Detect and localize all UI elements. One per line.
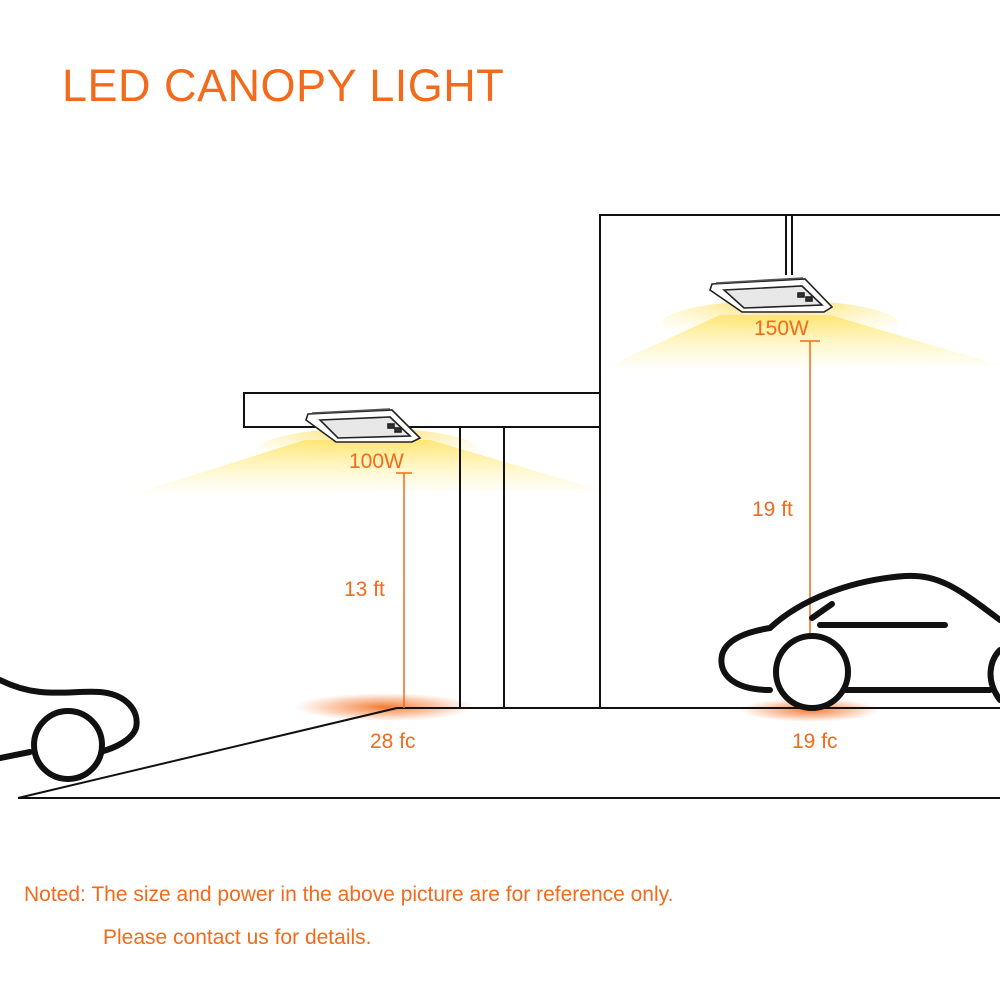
car-right bbox=[718, 572, 1000, 711]
wattage-label-150w: 150W bbox=[754, 317, 809, 340]
wattage-label-100w: 100W bbox=[349, 450, 404, 473]
canopy-light-fixture-150w bbox=[709, 277, 834, 313]
floor-glow-left bbox=[295, 693, 475, 721]
light-beam-100w bbox=[130, 428, 600, 495]
light-beam-150w bbox=[600, 300, 1000, 370]
note-line-2: Please contact us for details. bbox=[103, 926, 372, 949]
height-label-19ft: 19 ft bbox=[752, 498, 793, 521]
illuminance-label-19fc: 19 fc bbox=[792, 730, 838, 753]
height-measure-13ft bbox=[396, 472, 412, 708]
tall-building bbox=[599, 214, 1000, 708]
canopy-light-fixture-100w bbox=[305, 408, 422, 443]
illuminance-label-28fc: 28 fc bbox=[370, 730, 416, 753]
page-title: LED CANOPY LIGHT bbox=[62, 60, 505, 111]
height-label-13ft: 13 ft bbox=[344, 578, 385, 601]
note-line-1: Noted: The size and power in the above p… bbox=[24, 883, 674, 906]
car-left bbox=[0, 677, 140, 782]
ground bbox=[17, 707, 1000, 799]
